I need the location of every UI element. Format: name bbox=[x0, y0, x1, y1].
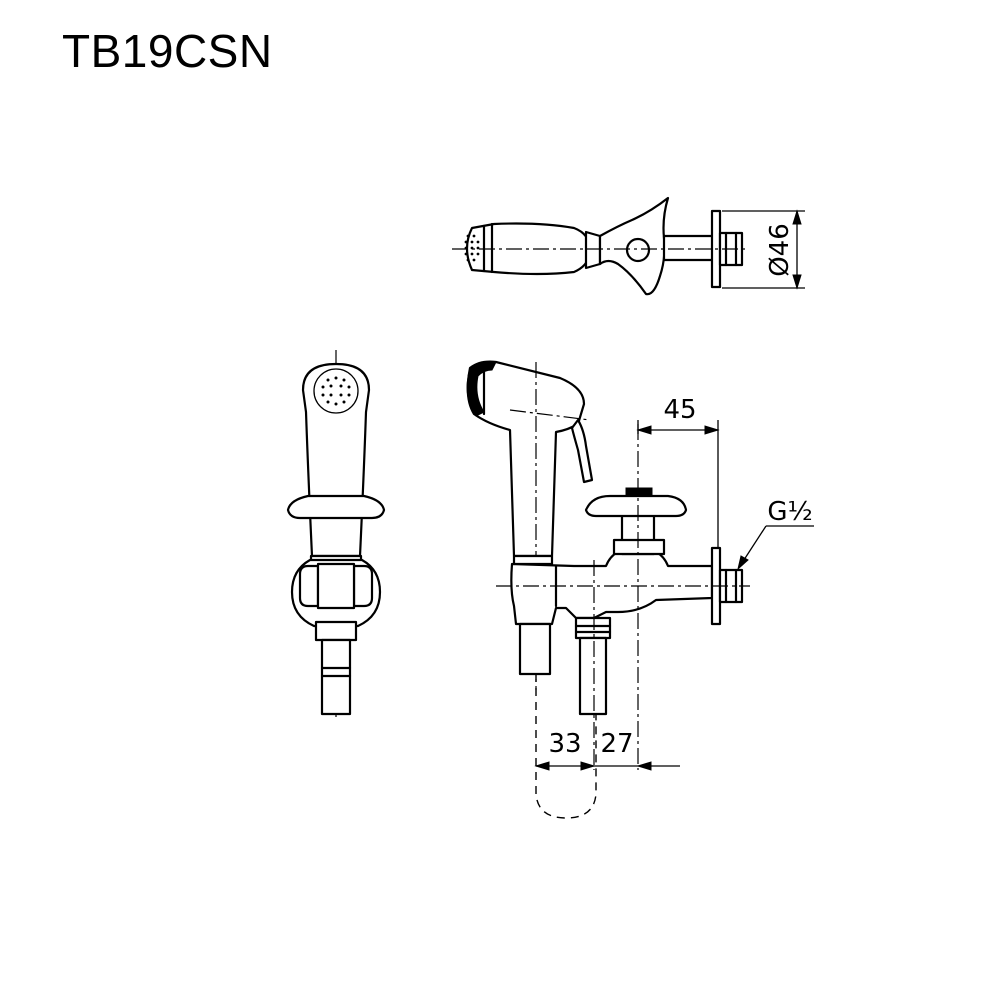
offset-27-label: 27 bbox=[600, 729, 633, 759]
offset-33-label: 33 bbox=[548, 729, 581, 759]
top-view-nozzle-dots bbox=[464, 234, 480, 262]
side-view: 45 33 27 G½ bbox=[466, 360, 814, 819]
front-view-nozzle-dots bbox=[321, 376, 351, 406]
thread-label: G½ bbox=[767, 497, 812, 527]
top-view: Ø46 bbox=[452, 196, 805, 296]
width-45-label: 45 bbox=[663, 395, 696, 425]
front-view bbox=[286, 350, 386, 720]
diameter-label: Ø46 bbox=[765, 223, 795, 277]
model-title: TB19CSN bbox=[62, 25, 273, 77]
